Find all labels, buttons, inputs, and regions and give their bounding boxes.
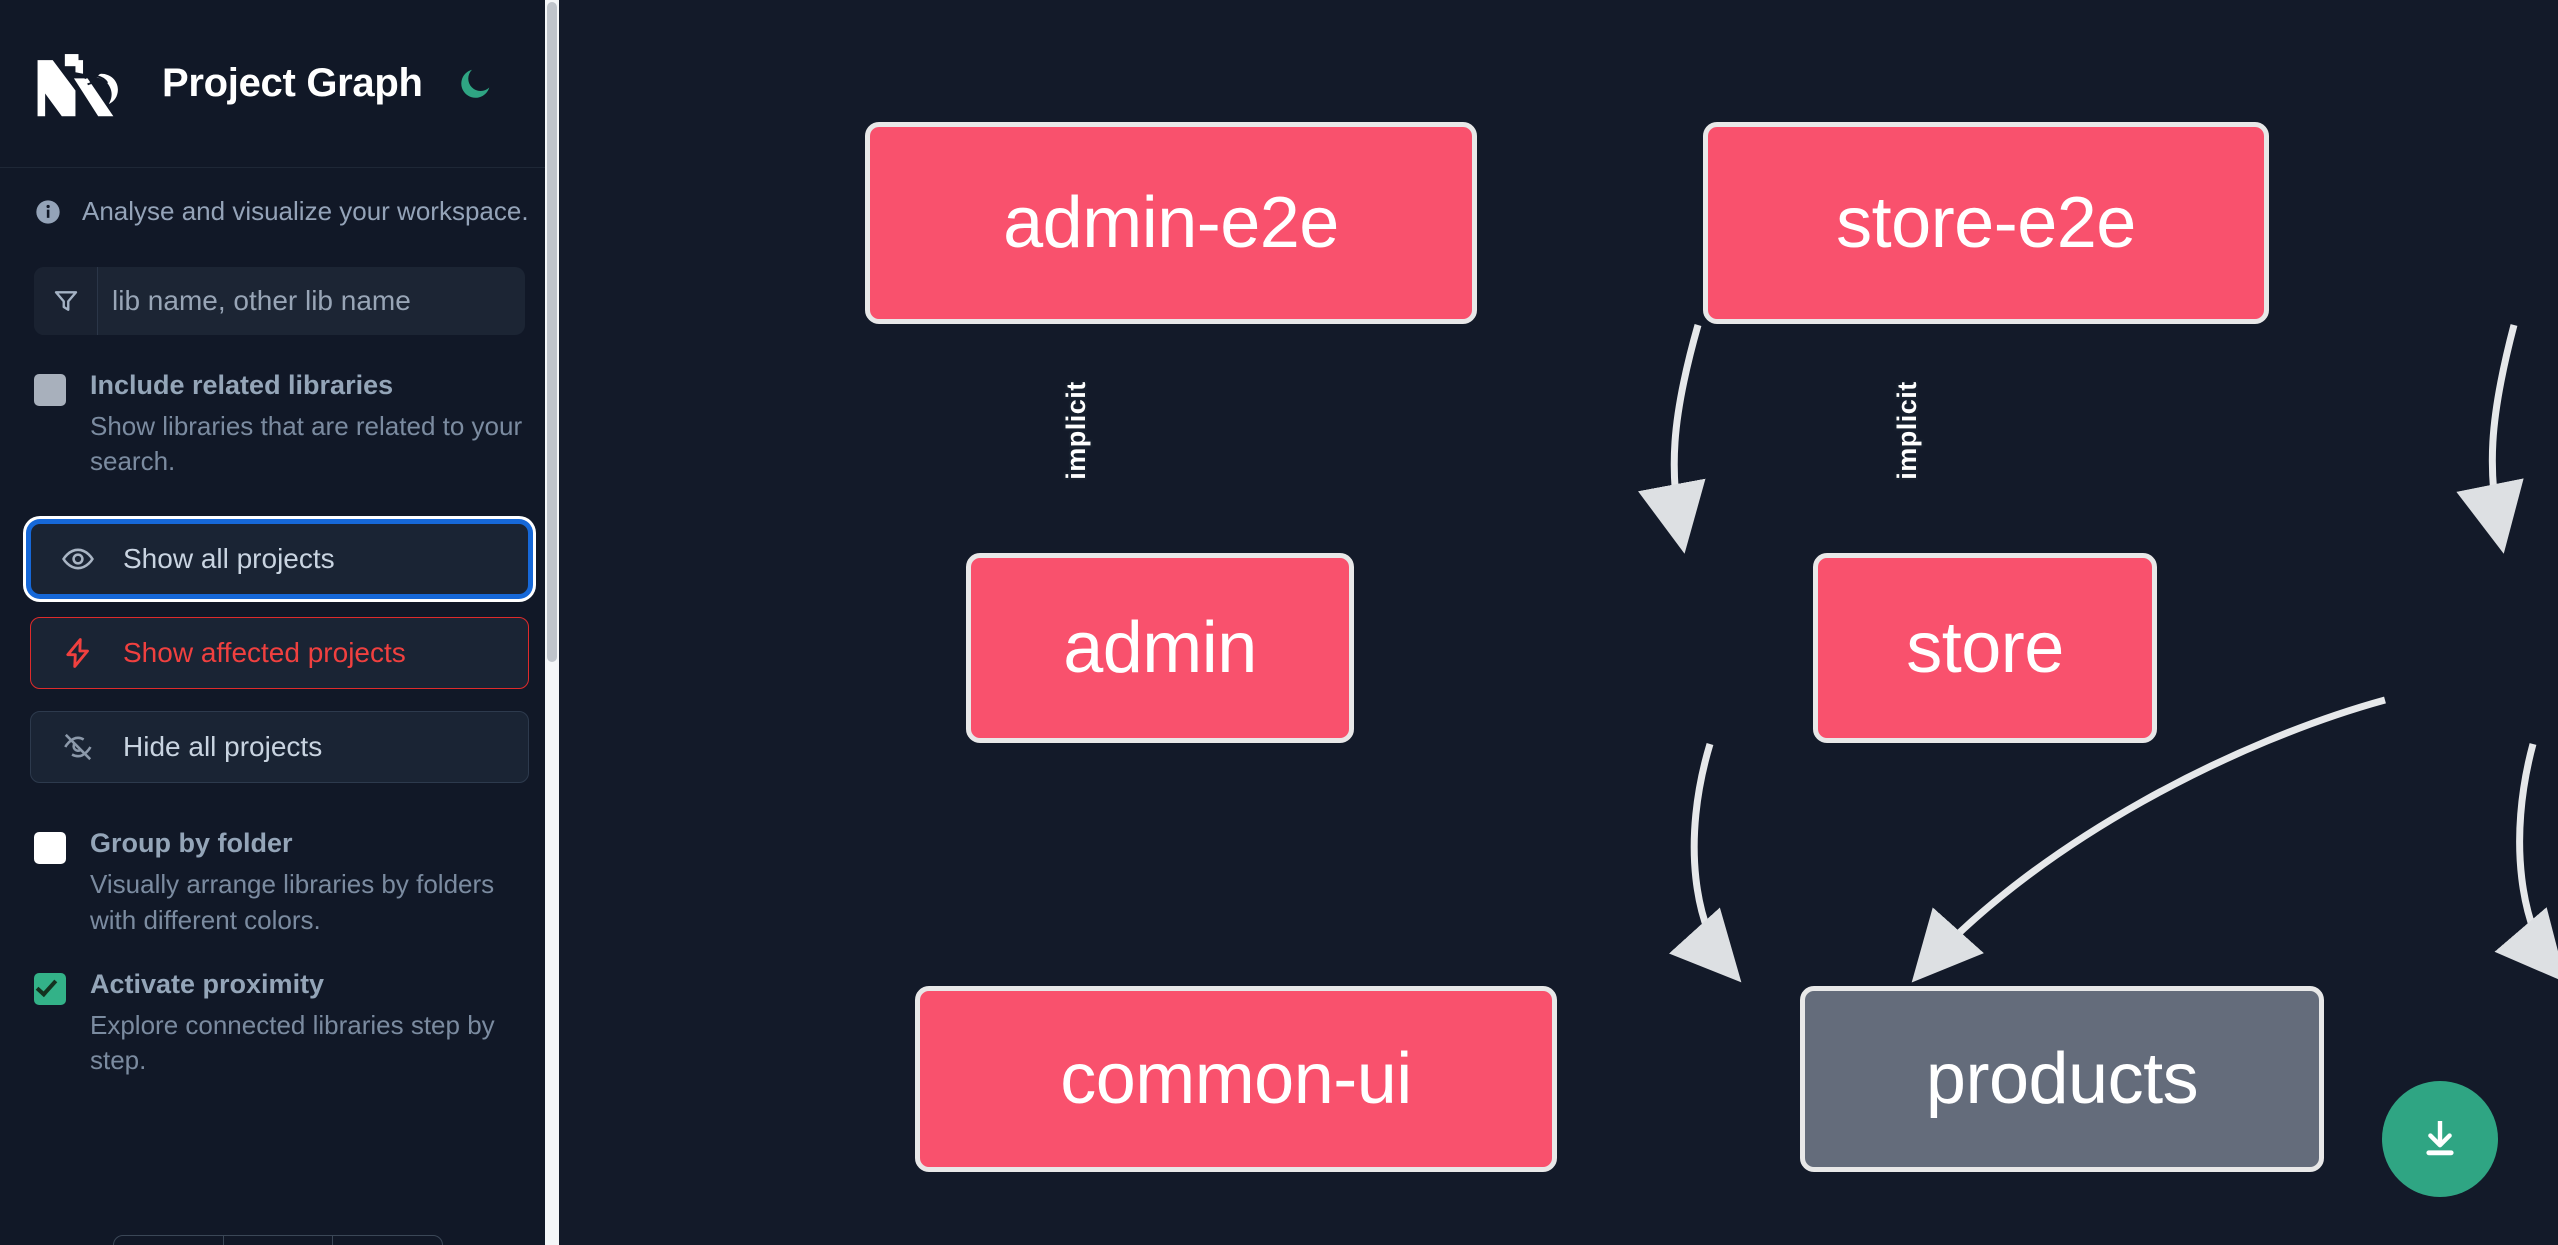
eye-off-icon (61, 730, 101, 764)
node-label: store (1906, 608, 2064, 688)
node-label: admin (1063, 608, 1257, 688)
node-label: admin-e2e (1003, 183, 1339, 263)
sidebar-info-text: Analyse and visualize your workspace. (82, 196, 529, 226)
graph-canvas[interactable]: admin-e2e store-e2e admin store common-u… (559, 0, 2558, 1245)
search-input[interactable] (98, 267, 525, 335)
lightning-bolt-icon (61, 636, 101, 670)
checkbox-indicator[interactable] (34, 374, 66, 406)
graph-node-products[interactable]: products (1800, 986, 2324, 1172)
graph-node-common-ui[interactable]: common-ui (915, 986, 1557, 1172)
info-circle-icon (34, 198, 62, 226)
segment-option-3[interactable] (333, 1236, 442, 1245)
checkbox-description: Show libraries that are related to your … (90, 410, 523, 477)
segment-option-1[interactable] (114, 1236, 224, 1245)
edge-admin-e2e-admin (1638, 324, 1706, 554)
graph-node-admin[interactable]: admin (966, 553, 1354, 743)
download-graph-button[interactable] (2382, 1081, 2498, 1197)
sidebar-header: Project Graph (0, 0, 559, 168)
hide-all-projects-button[interactable]: Hide all projects (30, 711, 529, 784)
segmented-control[interactable] (113, 1235, 443, 1245)
sidebar-scrollbar[interactable] (545, 0, 559, 1245)
graph-node-store-e2e[interactable]: store-e2e (1703, 122, 2269, 324)
checkbox-label: Include related libraries (90, 370, 394, 400)
checkbox-indicator[interactable] (34, 972, 66, 1005)
graph-edges (1638, 324, 2558, 983)
checkbox-description: Visually arrange libraries by folders wi… (90, 869, 495, 935)
segment-option-2[interactable] (224, 1236, 334, 1245)
show-affected-projects-label: Show affected projects (123, 637, 406, 669)
graph-node-store[interactable]: store (1813, 553, 2157, 743)
edge-admin-common-ui (1669, 742, 1742, 983)
download-icon (2416, 1114, 2464, 1165)
checkbox-include-related-libraries[interactable]: Include related libraries Show libraries… (0, 369, 559, 479)
hide-all-projects-label: Hide all projects (123, 731, 323, 763)
graph-node-admin-e2e[interactable]: admin-e2e (865, 122, 1477, 324)
checkbox-description: Explore connected libraries step by step… (90, 1009, 495, 1076)
moon-icon[interactable] (453, 62, 497, 106)
filter-funnel-icon (34, 267, 98, 335)
edge-store-products (2494, 743, 2558, 983)
edge-store-e2e-store (2456, 324, 2524, 554)
checkbox-label: Group by folder (90, 828, 293, 859)
sidebar: Project Graph Analyse and visualize your… (0, 0, 559, 1245)
sidebar-scrollbar-thumb[interactable] (547, 2, 557, 662)
sidebar-info-banner: Analyse and visualize your workspace. (0, 168, 559, 227)
nx-logo-icon (34, 48, 126, 120)
checkbox-group-by-folder[interactable]: Group by folder Visually arrange librari… (0, 827, 559, 937)
checkbox-label: Activate proximity (90, 968, 325, 999)
node-label: common-ui (1060, 1039, 1412, 1119)
show-all-projects-label: Show all projects (123, 543, 335, 575)
eye-icon (61, 542, 101, 576)
page-title: Project Graph (162, 61, 423, 105)
search-field[interactable] (34, 267, 525, 335)
show-all-projects-button[interactable]: Show all projects (30, 523, 529, 596)
show-affected-projects-button[interactable]: Show affected projects (30, 617, 529, 690)
checkbox-activate-proximity[interactable]: Activate proximity Explore connected lib… (0, 968, 559, 1078)
node-label: store-e2e (1836, 183, 2136, 263)
checkbox-indicator[interactable] (34, 832, 66, 865)
edge-store-common-ui (1911, 696, 2386, 983)
check-mark-icon (35, 974, 58, 998)
project-visibility-buttons: Show all projects Show affected projects (30, 523, 529, 784)
node-label: products (1925, 1039, 2199, 1119)
